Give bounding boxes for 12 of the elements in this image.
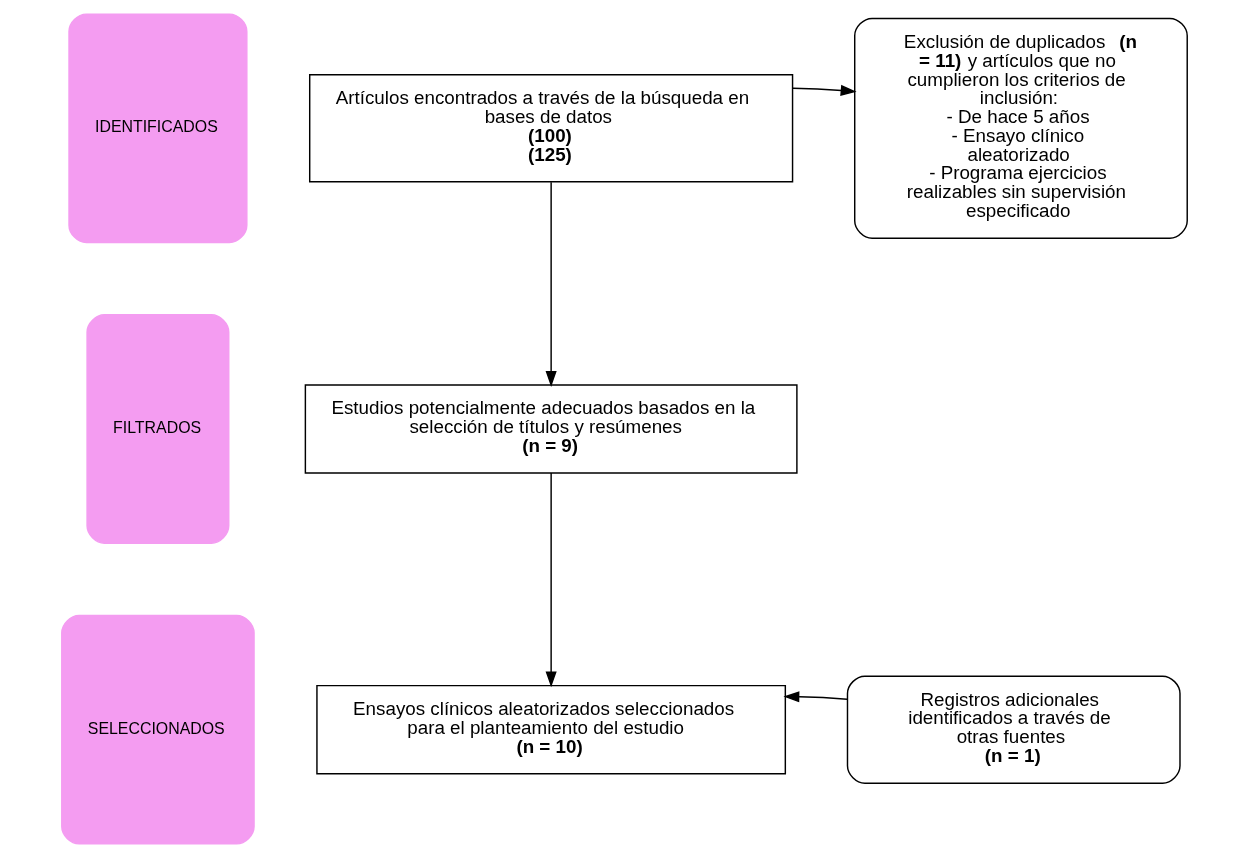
node-box: FILTRADOS [85, 314, 229, 544]
arrow [791, 84, 857, 96]
node-box: Estudios potencialmente adecuados basados en la selección de títulos y resúmenes (n = 9) [304, 384, 798, 474]
node-box: SELECCIONADOS [60, 614, 255, 845]
arrow [545, 472, 557, 688]
node-box: Artículos encontrados a través de la búsqueda en bases de datos (100) (125) [308, 74, 793, 183]
node-box: Exclusión de duplicados (n = 11) y artículos que no cumplieron los criterios de inclusión: - De hace 5 años - Ensayo clínico aleatorizado - Programa ejercicios realizables sin supervisión especificado [853, 17, 1188, 239]
node-box: Ensayos clínicos aleatorizados seleccionados para el planteamiento del estudio (n = 10) [315, 684, 786, 775]
arrow [782, 691, 848, 703]
node-box: IDENTIFICADOS [67, 13, 248, 244]
arrow [545, 181, 557, 387]
node-box: Registros adicionales identificados a través de otras fuentes (n = 1) [846, 675, 1181, 784]
